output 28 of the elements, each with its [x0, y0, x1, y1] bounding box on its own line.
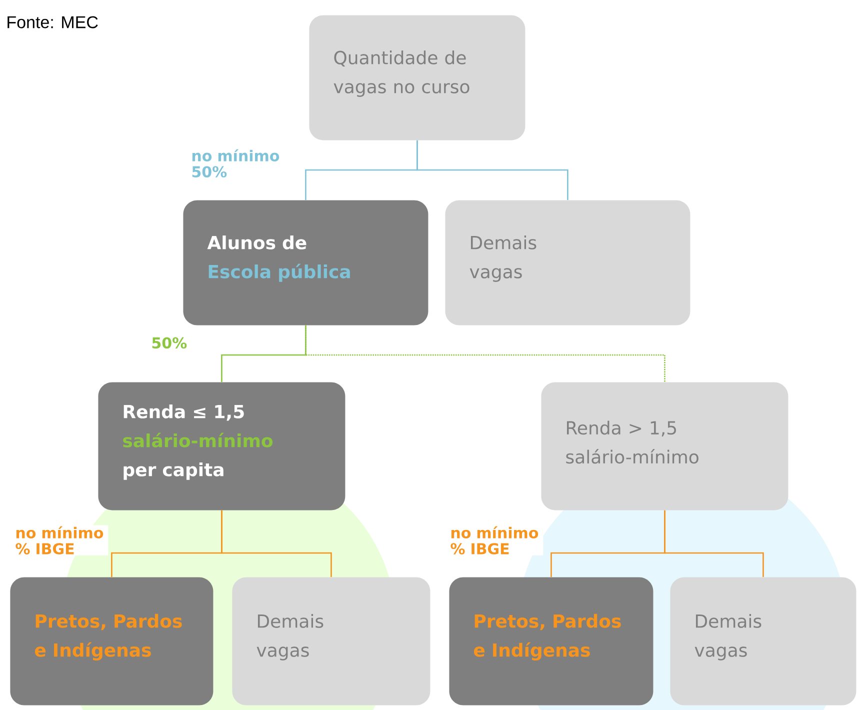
box-text: Demais vagas	[694, 614, 762, 660]
edge-label: 50%	[150, 336, 192, 350]
edge-label: no mínimo % IBGE	[449, 525, 544, 556]
box-text: Pretos, Pardos e Indígenas	[34, 614, 182, 660]
process-box	[445, 200, 690, 326]
box-text: Demais vagas	[256, 614, 324, 660]
process-box	[98, 382, 346, 510]
process-box	[309, 15, 526, 140]
box-text: Renda > 1,5 salário-mínimo	[566, 420, 698, 464]
process-box	[449, 577, 654, 706]
box-text: Pretos, Pardos e Indígenas	[474, 614, 621, 660]
edge-label: no mínimo % IBGE	[14, 525, 108, 556]
box-text: Demais vagas	[470, 236, 536, 282]
process-box	[183, 200, 428, 326]
connector-line	[305, 325, 666, 382]
box-text: Quantidade de vagas no curso	[334, 50, 470, 97]
process-box	[541, 382, 788, 510]
process-box	[670, 577, 856, 706]
process-box	[10, 577, 214, 706]
connector-line	[221, 325, 306, 382]
connector-line	[664, 510, 764, 577]
source-note: Fonte: MEC	[8, 16, 98, 28]
process-box	[232, 577, 430, 706]
edge-label: no mínimo 50%	[190, 148, 290, 178]
connector-line	[416, 140, 568, 200]
box-text: Renda ≤ 1,5 salário-mínimo per capita	[123, 404, 273, 480]
connector-line	[221, 510, 332, 577]
box-text: Alunos de Escola pública	[207, 236, 350, 282]
